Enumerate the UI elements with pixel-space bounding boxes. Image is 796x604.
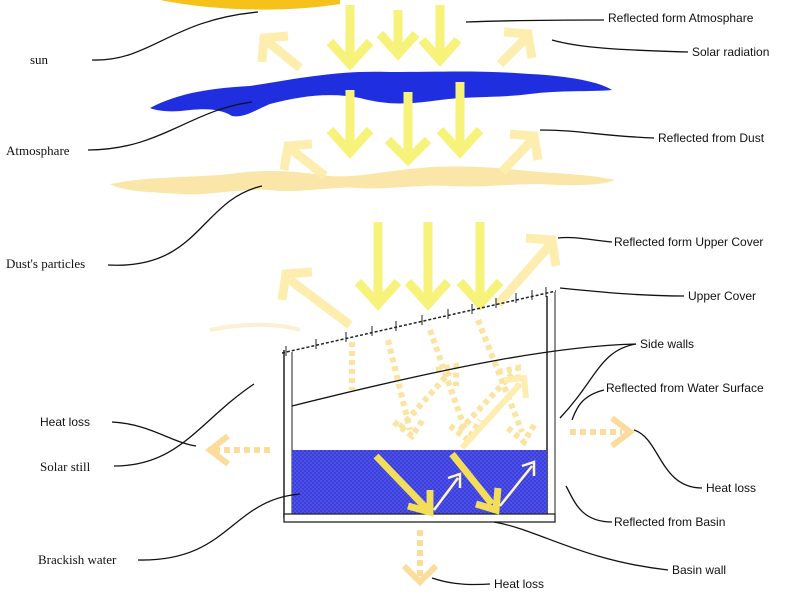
reflected-water-surface-arrows [459, 374, 529, 451]
label-reflected-upper-cover: Reflected form Upper Cover [614, 235, 763, 249]
heat-loss-arrows [214, 429, 622, 576]
label-dust-particles: Dust's particles [6, 256, 85, 271]
label-upper-cover: Upper Cover [688, 289, 756, 303]
atmosphere-band [150, 71, 612, 117]
label-basin-wall: Basin wall [672, 563, 726, 577]
upper-cover-glass [281, 290, 557, 354]
label-brackish-water: Brackish water [38, 552, 117, 567]
transmitted-dotted-arrows [349, 318, 539, 447]
label-heat-loss-left: Heat loss [40, 415, 90, 429]
reflected-basin-arrows [433, 460, 536, 511]
label-reflected-water-surface: Reflected from Water Surface [606, 381, 764, 395]
dust-layer [110, 166, 615, 195]
label-heat-loss-bottom: Heat loss [494, 577, 544, 591]
label-reflected-atmosphere: Reflected form Atmosphare [608, 11, 754, 25]
leader-lines [87, 11, 703, 586]
label-heat-loss-right: Heat loss [706, 481, 756, 495]
label-solar-still: Solar still [40, 459, 91, 474]
label-atmosphere: Atmosphare [6, 143, 70, 158]
label-side-walls: Side walls [640, 337, 694, 351]
heat-loss-arrowheads [205, 415, 635, 587]
label-solar-radiation: Solar radiation [692, 45, 769, 59]
basin-wall-base [283, 513, 556, 523]
label-reflected-dust: Reflected from Dust [658, 131, 765, 145]
sun-shape [160, 0, 340, 10]
reflected-upper-cover-arrows [277, 233, 561, 329]
reflected-atmosphere-arrows [257, 27, 537, 72]
upper-cover-hatching [285, 287, 547, 356]
reflected-dust-arrows [279, 129, 543, 180]
dust-wisps [209, 322, 301, 332]
solar-radiation-arrows [326, 5, 504, 311]
label-sun: sun [30, 52, 49, 67]
basin-radiation-arrows [373, 451, 502, 517]
label-reflected-basin: Reflected from Basin [614, 515, 725, 529]
